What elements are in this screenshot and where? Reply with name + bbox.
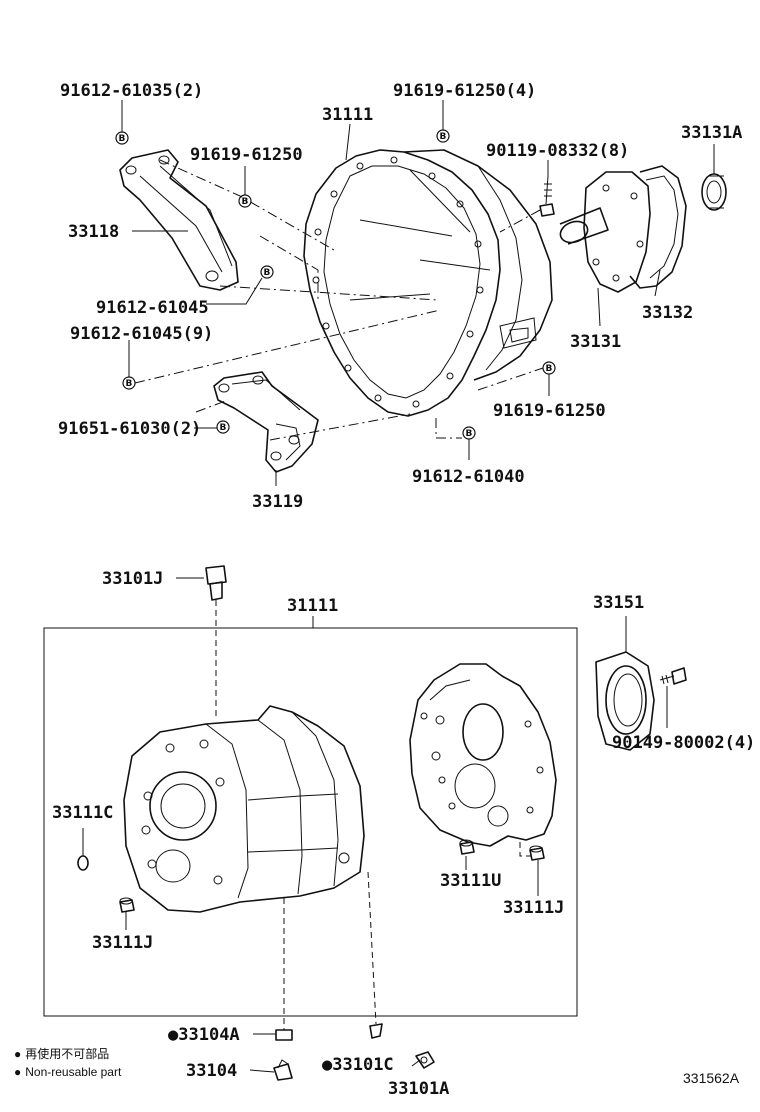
label-91612-61045: 91612-61045 <box>96 298 209 318</box>
legend-en: ● Non-reusable part <box>14 1065 122 1079</box>
transmission-case-right <box>409 663 557 847</box>
label-33101J: 33101J <box>102 569 163 589</box>
bolt-90149-80002 <box>659 667 687 685</box>
svg-text:B: B <box>546 364 553 374</box>
label-91651-61030: 91651-61030(2) <box>58 419 201 439</box>
bolt-marker-91619-61250-4: B <box>436 129 450 143</box>
bolt-marker-91619-61250-b: B <box>542 361 556 375</box>
svg-text:B: B <box>440 132 447 142</box>
label-33131A: 33131A <box>681 123 742 143</box>
label-33104A-text: 33104A <box>178 1025 239 1045</box>
legend: ● 再使用不可部品 ● Non-reusable part <box>14 1046 122 1079</box>
bolt-marker-91651-61030: B <box>216 420 230 434</box>
bolt-markers: B B B B B B B B <box>115 129 556 440</box>
label-91612-61040: 91612-61040 <box>412 467 525 487</box>
legend-dot-en: ● <box>14 1065 21 1079</box>
bolt-90119-08332 <box>539 175 555 217</box>
non-reusable-marker-33104A: ● <box>168 1025 179 1045</box>
bracket-33119 <box>213 371 319 473</box>
svg-text:B: B <box>264 268 271 278</box>
plug-33104 <box>273 1059 293 1081</box>
svg-text:B: B <box>119 134 126 144</box>
svg-text:B: B <box>126 379 133 389</box>
pin-33111C <box>77 855 89 871</box>
plug-33104A <box>275 1029 293 1041</box>
label-33111J-right: 33111J <box>503 898 564 918</box>
svg-text:B: B <box>466 429 473 439</box>
legend-dot-jp: ● <box>14 1047 21 1061</box>
label-33104A: ●33104A <box>168 1025 240 1045</box>
svg-text:B: B <box>220 423 227 433</box>
label-31111-mid: 31111 <box>287 596 338 616</box>
legend-jp: ● 再使用不可部品 <box>14 1046 109 1061</box>
assembly-box-31111 <box>43 627 578 1017</box>
label-91619-61250-b: 91619-61250 <box>493 401 606 421</box>
extension-housing-33151 <box>595 651 655 751</box>
bolt-marker-91612-61040: B <box>462 426 476 440</box>
non-reusable-marker-33101C: ● <box>322 1055 333 1075</box>
figure-code: 331562A <box>683 1070 740 1086</box>
label-90149-80002: 90149-80002(4) <box>612 733 755 753</box>
label-33118: 33118 <box>68 222 119 242</box>
bolt-marker-91612-61045: B <box>260 265 274 279</box>
dowel-33111J-left <box>119 897 135 913</box>
label-91619-61250-4: 91619-61250(4) <box>393 81 536 101</box>
clutch-housing-31111 <box>303 149 553 417</box>
label-33131: 33131 <box>570 332 621 352</box>
label-33151: 33151 <box>593 593 644 613</box>
label-33101C-text: 33101C <box>332 1055 393 1075</box>
svg-text:B: B <box>242 197 249 207</box>
label-33119: 33119 <box>252 492 303 512</box>
label-91612-61035: 91612-61035(2) <box>60 81 203 101</box>
label-91619-61250-a: 91619-61250 <box>190 145 303 165</box>
label-90119-08332: 90119-08332(8) <box>486 141 629 161</box>
top-leader-lines <box>121 100 715 486</box>
dowel-33111J-right <box>529 845 545 861</box>
bolt-marker-91612-61035: B <box>115 131 129 145</box>
part-number-labels: 91612-61035(2) 91619-61250(4) 31111 9011… <box>52 81 755 1099</box>
label-33101A: 33101A <box>388 1079 449 1099</box>
plug-33101J <box>205 565 227 720</box>
label-33104: 33104 <box>186 1061 237 1081</box>
label-33111C: 33111C <box>52 803 113 823</box>
label-33111U: 33111U <box>440 871 501 891</box>
label-31111-top: 31111 <box>322 105 373 125</box>
transmission-case-left <box>123 705 365 913</box>
bottom-leader-lines <box>82 577 668 1073</box>
legend-jp-text: 再使用不可部品 <box>25 1046 109 1061</box>
gasket-33132 <box>629 165 687 289</box>
oil-seal-33131A <box>701 173 727 211</box>
legend-en-text: Non-reusable part <box>25 1065 122 1079</box>
gasket-33101C <box>369 1023 383 1039</box>
bolt-marker-91619-61250-a: B <box>238 194 252 208</box>
label-91612-61045-9: 91612-61045(9) <box>70 324 213 344</box>
plug-33101A <box>415 1051 435 1069</box>
bearing-retainer-33131 <box>559 171 651 293</box>
label-33132: 33132 <box>642 303 693 323</box>
bracket-33118 <box>119 149 239 291</box>
dowel-33111U <box>459 839 475 855</box>
label-33101C: ●33101C <box>322 1055 394 1075</box>
bolt-marker-91612-61045-9: B <box>122 376 136 390</box>
label-33111J-left: 33111J <box>92 933 153 953</box>
